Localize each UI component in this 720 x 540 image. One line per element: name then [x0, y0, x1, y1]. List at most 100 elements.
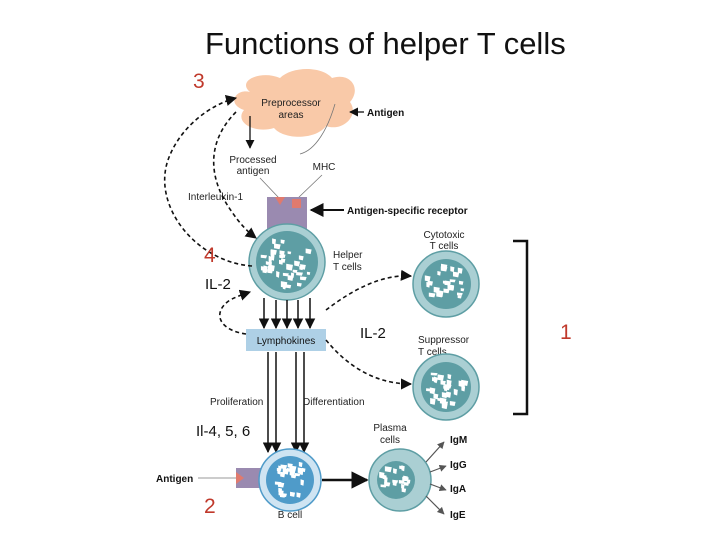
- processed-antigen-return: [299, 103, 336, 155]
- nucleus-granule: [291, 272, 295, 278]
- nucleus-granule: [446, 379, 452, 387]
- nucleus-granule: [446, 391, 452, 398]
- nucleus-granule: [457, 292, 463, 296]
- il2-annotation-left: IL-2: [205, 276, 231, 293]
- nucleus-granule: [401, 487, 407, 493]
- nucleus-granule: [430, 372, 438, 376]
- nucleus-granule: [449, 279, 456, 283]
- nucleus-granule: [443, 288, 450, 294]
- differentiation-label: Differentiation: [303, 397, 365, 408]
- nucleus-granule: [453, 388, 458, 396]
- nucleus-granule: [263, 265, 268, 273]
- nucleus-granule: [279, 494, 286, 498]
- il2-annotation-right: IL-2: [360, 325, 386, 342]
- ige-label: IgE: [450, 510, 466, 521]
- nucleus-granule: [300, 276, 307, 281]
- antigen-top-label: Antigen: [367, 108, 404, 119]
- receptor-label: Antigen-specific receptor: [347, 206, 468, 217]
- nucleus-granule: [287, 251, 292, 255]
- nucleus-granule: [277, 482, 285, 488]
- nucleus-granule: [444, 384, 452, 389]
- plasma-nucleus-granules: [379, 465, 411, 493]
- plasma-label-2: cells: [380, 435, 400, 446]
- iga-arrow: [429, 483, 447, 492]
- mhc-marker: [292, 199, 301, 208]
- nucleus-granule: [393, 468, 397, 474]
- cytotoxic-label-1: Cytotoxic: [423, 230, 464, 241]
- nucleus-granule: [444, 280, 451, 286]
- nucleus-granule: [287, 264, 292, 268]
- nucleus-granule: [260, 254, 268, 259]
- il456-annotation: Il-4, 5, 6: [196, 423, 251, 440]
- nucleus-granule: [447, 373, 452, 380]
- nucleus-granule: [433, 393, 439, 400]
- page-title: Functions of helper T cells: [205, 26, 566, 61]
- nucleus-granule: [265, 261, 270, 266]
- nucleus-granule: [437, 397, 441, 402]
- suppressor-label-2: T cells: [418, 347, 447, 358]
- nucleus-granule: [460, 288, 465, 292]
- nucleus-granule: [300, 479, 305, 486]
- nucleus-granule: [457, 295, 462, 299]
- t-cell-bracket: [513, 239, 529, 416]
- nucleus-granule: [430, 397, 436, 405]
- nucleus-granule: [282, 272, 289, 277]
- nucleus-granule: [294, 260, 301, 267]
- plasma-label-1: Plasma: [373, 423, 407, 434]
- lymphokine-to-helper-feedback: [219, 289, 252, 335]
- step-number-1: 1: [560, 321, 572, 344]
- nucleus-granule: [426, 281, 430, 288]
- igg-label: IgG: [450, 460, 467, 471]
- preprocessor-label-1: Preprocessor: [261, 98, 321, 109]
- interleukin-feedback: [212, 111, 257, 239]
- helper-label-2: T cells: [333, 262, 362, 273]
- nucleus-granule: [440, 380, 446, 386]
- preprocessor-cloud: [234, 69, 355, 137]
- bcell-label: B cell: [278, 510, 302, 521]
- ige-arrow: [425, 495, 445, 515]
- nucleus-granule: [449, 401, 456, 407]
- nucleus-granule: [305, 248, 312, 255]
- helper-to-preprocessor-feedback: [163, 95, 253, 267]
- preprocessor-label-2: areas: [278, 110, 303, 121]
- nucleus-granule: [280, 464, 288, 470]
- nucleus-granule: [424, 275, 431, 282]
- nucleus-granule: [384, 476, 388, 484]
- nucleus-granule: [280, 471, 286, 478]
- nucleus-granule: [437, 374, 445, 381]
- nucleus-granule: [278, 487, 283, 493]
- igg-arrow: [429, 464, 447, 473]
- nucleus-granule: [436, 290, 441, 296]
- nucleus-granule: [441, 401, 449, 406]
- antigen-bottom-label: Antigen: [156, 474, 193, 485]
- mhc-label: MHC: [313, 162, 336, 173]
- nucleus-granule: [384, 481, 391, 487]
- nucleus-granule: [392, 480, 397, 486]
- nucleus-granule: [296, 492, 301, 498]
- nucleus-granule: [401, 483, 405, 489]
- nucleus-granule: [299, 265, 304, 271]
- nucleus-granule: [289, 469, 296, 477]
- nucleus-granule: [457, 267, 463, 274]
- nucleus-granule: [407, 479, 411, 484]
- nucleus-granule: [270, 249, 274, 257]
- interleukin-label: Interleukin-1: [188, 192, 243, 203]
- step-number-3: 3: [193, 70, 205, 93]
- nucleus-granule: [441, 392, 448, 399]
- processed-antigen-label-1: Processed: [229, 155, 276, 166]
- nucleus-granule: [437, 271, 441, 276]
- nucleus-granule: [274, 243, 281, 250]
- lymphokine-to-cytotoxic: [325, 269, 413, 311]
- nucleus-granule: [296, 272, 303, 276]
- cytotoxic-nucleus-granules: [424, 263, 465, 299]
- nucleus-granule: [296, 282, 302, 287]
- cytotoxic-label-2: T cells: [430, 241, 459, 252]
- nucleus-granule: [384, 466, 392, 473]
- nucleus-granule: [306, 271, 311, 276]
- step-number-4: 4: [204, 244, 216, 267]
- antigen-pointer: [259, 177, 280, 199]
- proliferation-label: Proliferation: [210, 397, 263, 408]
- nucleus-granule: [398, 480, 405, 484]
- nucleus-granule: [286, 284, 292, 289]
